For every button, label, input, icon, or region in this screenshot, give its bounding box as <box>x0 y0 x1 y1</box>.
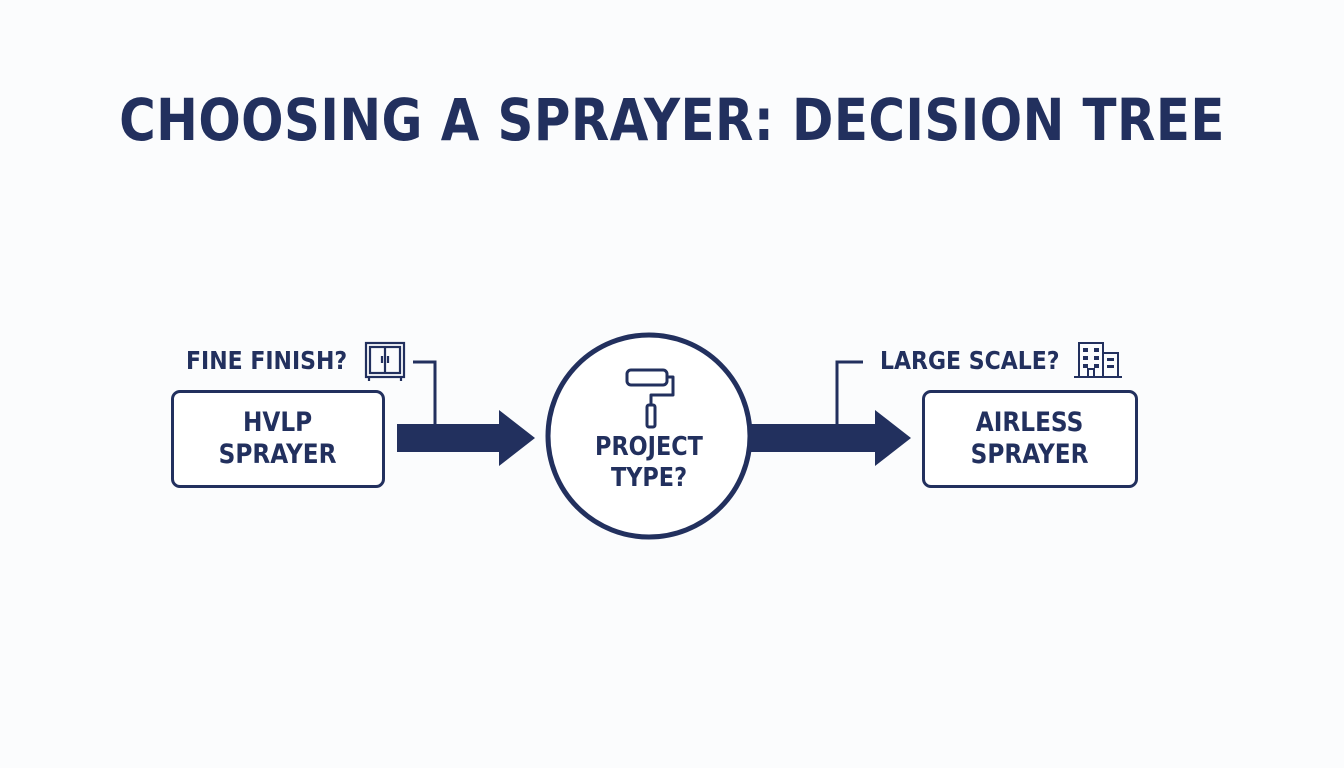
large-scale-question: LARGE SCALE? <box>880 346 1060 375</box>
project-type-line2: TYPE? <box>610 463 688 493</box>
airless-sprayer-box: AIRLESS SPRAYER <box>922 390 1138 488</box>
hvlp-sprayer-box: HVLP SPRAYER <box>171 390 385 488</box>
project-type-line1: PROJECT <box>595 432 703 462</box>
right-branch-connector <box>835 360 863 424</box>
project-type-node <box>545 332 753 540</box>
project-type-label: PROJECT TYPE? <box>563 432 735 494</box>
fine-finish-question: FINE FINISH? <box>186 346 348 375</box>
hvlp-line1: HVLP <box>243 407 313 438</box>
cabinet-icon <box>364 341 406 381</box>
right-arrow <box>751 410 911 466</box>
airless-line1: AIRLESS <box>976 407 1084 438</box>
hvlp-line2: SPRAYER <box>219 439 337 470</box>
left-branch-connector <box>413 360 437 424</box>
paint-roller-icon <box>625 368 675 429</box>
left-arrow <box>397 410 535 466</box>
airless-line2: SPRAYER <box>971 439 1089 470</box>
building-icon <box>1074 342 1122 378</box>
diagram-title: CHOOSING A SPRAYER: DECISION TREE <box>119 86 1225 154</box>
